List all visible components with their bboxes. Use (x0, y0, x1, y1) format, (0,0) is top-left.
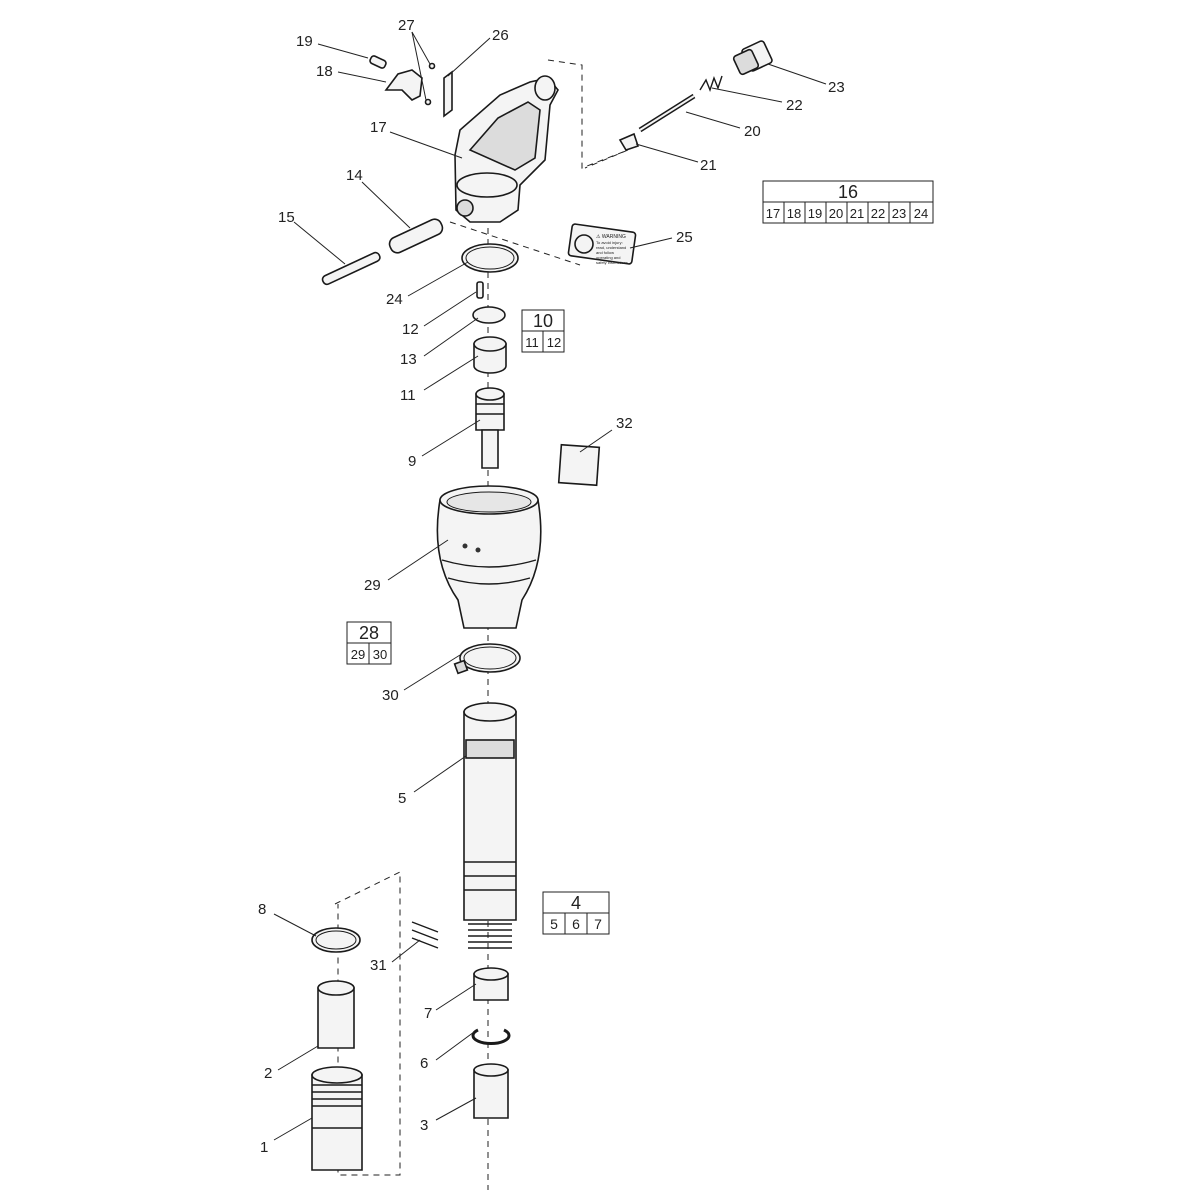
part-22-spring (699, 75, 723, 93)
kit-16-item: 23 (892, 206, 906, 221)
callout-29: 29 (364, 577, 381, 594)
kit-box-10: 10 11 12 (521, 309, 565, 353)
decal-line-3: and follow (596, 250, 614, 255)
callout-15: 15 (278, 209, 295, 226)
kit-10-title: 10 (533, 311, 553, 331)
decal-line-5: safety instructions. (596, 260, 629, 265)
decal-line-4: operating and (596, 255, 620, 260)
kit-box-4: 4 5 6 7 (542, 891, 610, 935)
part-32-label (557, 443, 601, 487)
callout-14: 14 (346, 167, 363, 184)
callout-32: 32 (616, 415, 633, 432)
kit-28-title: 28 (359, 623, 379, 643)
part-3-bushing (473, 1063, 509, 1119)
part-19-pin (369, 55, 387, 69)
part-29-housing (436, 485, 542, 629)
kit-16-item: 24 (914, 206, 928, 221)
part-11-valve-block (473, 336, 507, 374)
callout-20: 20 (744, 123, 761, 140)
callout-22: 22 (786, 97, 803, 114)
kit-16-title: 16 (838, 182, 858, 202)
part-25-warning-decal: ⚠ WARNING To avoid injury: read, underst… (567, 223, 637, 265)
leader-lines (273, 31, 827, 1141)
barrel-thread-rings (468, 923, 512, 949)
decal-line-1: To avoid injury: (596, 240, 623, 245)
part-26-plate (443, 70, 453, 118)
callout-24: 24 (386, 291, 403, 308)
kit-28-item: 29 (351, 647, 365, 662)
part-15-pin (321, 251, 381, 286)
callout-12: 12 (402, 321, 419, 338)
part-30-clamp (453, 643, 521, 675)
part-7-bushing (473, 967, 509, 1001)
part-24-o-ring (461, 243, 519, 273)
kit-10-item: 11 (525, 335, 539, 350)
kit-4-item: 6 (572, 916, 580, 932)
callout-21: 21 (700, 157, 717, 174)
part-18-throttle-lever (384, 69, 423, 101)
part-5-barrel (463, 702, 517, 949)
part-31-spring-clip (411, 921, 439, 949)
callout-31: 31 (370, 957, 387, 974)
callout-11: 11 (400, 387, 416, 404)
part-1-retainer (311, 1066, 363, 1171)
callout-6: 6 (420, 1055, 428, 1072)
kit-16-item: 18 (787, 206, 801, 221)
callout-27: 27 (398, 17, 415, 34)
kit-16-item: 21 (850, 206, 864, 221)
callout-2: 2 (264, 1065, 272, 1082)
callout-5: 5 (398, 790, 406, 807)
kit-28-item: 30 (373, 647, 387, 662)
callout-25: 25 (676, 229, 693, 246)
callout-3: 3 (420, 1117, 428, 1134)
part-9-piston (475, 387, 505, 469)
part-14-sleeve (388, 218, 444, 254)
callout-8: 8 (258, 901, 266, 918)
part-6-retaining-ring (471, 1028, 511, 1046)
callout-26: 26 (492, 27, 509, 44)
part-13-ring (472, 306, 506, 324)
kit-16-item: 19 (808, 206, 822, 221)
callout-18: 18 (316, 63, 333, 80)
part-23-inlet-fitting (732, 40, 773, 76)
kit-16-item: 20 (829, 206, 843, 221)
kit-4-title: 4 (571, 893, 581, 913)
part-12-pin (476, 281, 484, 299)
kit-4-item: 5 (550, 916, 558, 932)
part-8-o-ring (311, 927, 361, 953)
callout-labels: 19 18 27 26 17 14 15 24 12 13 11 9 32 29… (258, 17, 845, 1156)
callout-7: 7 (424, 1005, 432, 1022)
decal-heading: ⚠ WARNING (596, 234, 626, 240)
callout-19: 19 (296, 33, 313, 50)
callout-1: 1 (260, 1139, 268, 1156)
kit-16-item: 17 (766, 206, 780, 221)
callout-9: 9 (408, 453, 416, 470)
callout-23: 23 (828, 79, 845, 96)
part-17-handle (454, 75, 559, 223)
part-20-valve-stem (638, 93, 696, 133)
part-27-pins (424, 62, 436, 106)
part-21-valve (618, 132, 640, 151)
kit-4-item: 7 (594, 916, 602, 932)
decal-line-2: read, understand (596, 245, 626, 250)
assembly-axis-lines (334, 59, 629, 1190)
callout-17: 17 (370, 119, 387, 136)
callout-30: 30 (382, 687, 399, 704)
kit-10-item: 12 (547, 335, 561, 350)
kit-16-item: 22 (871, 206, 885, 221)
callout-13: 13 (400, 351, 417, 368)
kit-box-28: 28 29 30 (346, 621, 392, 665)
kit-box-16: 16 17 18 19 20 21 22 23 24 (762, 180, 934, 224)
part-2-sleeve (317, 980, 355, 1049)
